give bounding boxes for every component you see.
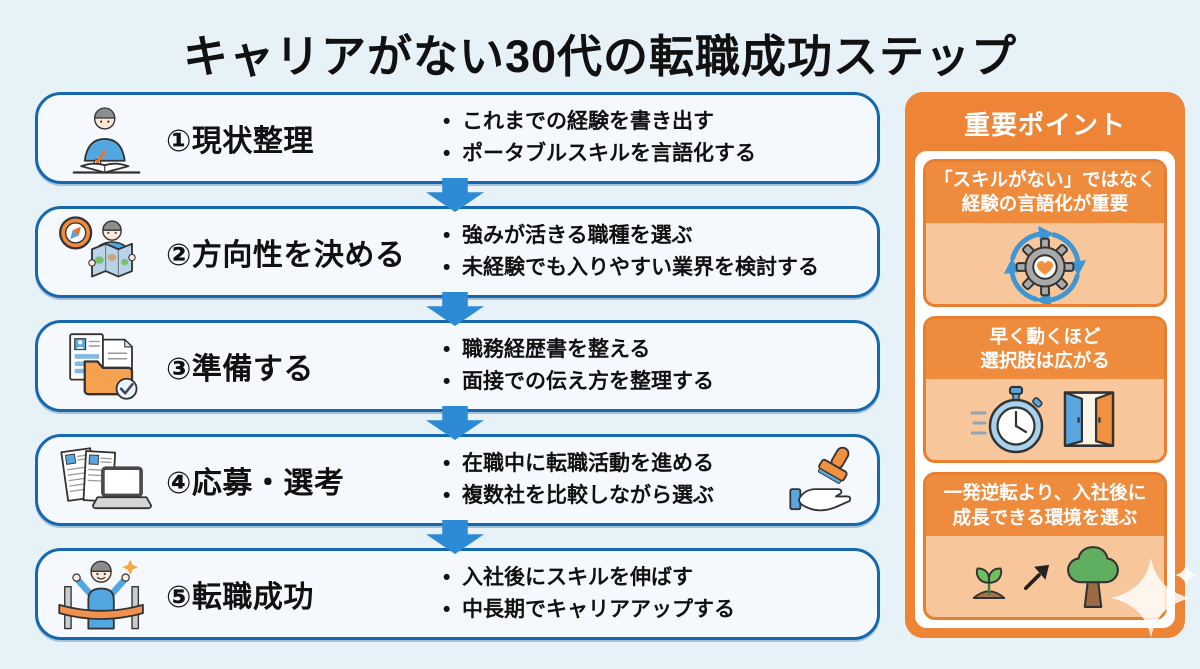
step-label: ②方向性を決める bbox=[166, 239, 406, 272]
growth-arrow-icon bbox=[1023, 564, 1050, 590]
step-bullet: 複数社を比較しながら選ぶ bbox=[438, 481, 771, 512]
page-title: キャリアがない30代の転職成功ステップ bbox=[182, 31, 1018, 82]
step-bullet: 強みが活きる職種を選ぶ bbox=[438, 221, 871, 252]
resume-laptop-icon bbox=[38, 442, 166, 518]
tree-icon bbox=[1067, 545, 1119, 608]
point-card-2: 早く動くほど 選択肢は広がる bbox=[923, 315, 1167, 464]
steps-column: ①現状整理 これまでの経験を書き出す ポータブルスキルを言語化する bbox=[35, 92, 880, 640]
compass-map-icon bbox=[38, 214, 166, 290]
flow-gap bbox=[35, 406, 880, 440]
step-label: ④応募・選考 bbox=[166, 467, 345, 500]
step-row-5: ⑤転職成功 入社後にスキルを伸ばす 中長期でキャリアアップする bbox=[35, 548, 880, 640]
step-bullets: これまでの経験を書き出す ポータブルスキルを言語化する bbox=[438, 105, 877, 172]
step-bullet: 中長期でキャリアアップする bbox=[438, 595, 871, 626]
main-layout: ①現状整理 これまでの経験を書き出す ポータブルスキルを言語化する bbox=[0, 86, 1200, 640]
step-bullet: 在職中に転職活動を進める bbox=[438, 449, 771, 480]
sparkle-icon bbox=[1175, 564, 1197, 586]
sprout-icon bbox=[972, 567, 1006, 599]
step-bullet: これまでの経験を書き出す bbox=[438, 107, 871, 138]
sparkle-icon bbox=[1111, 558, 1191, 638]
flow-gap bbox=[35, 292, 880, 326]
step-bullets: 在職中に転職活動を進める 複数社を比較しながら選ぶ bbox=[438, 447, 777, 514]
step-bullet: 面接での伝え方を整理する bbox=[438, 367, 871, 398]
flow-gap bbox=[35, 520, 880, 554]
step-row-3: ③準備する 職務経歴書を整える 面接での伝え方を整理する bbox=[35, 320, 880, 412]
point-card-illustration bbox=[926, 379, 1164, 460]
point-card-1: 「スキルがない」ではなく 経験の言語化が重要 bbox=[923, 159, 1167, 307]
documents-folder-icon bbox=[38, 328, 166, 404]
key-points-list: 「スキルがない」ではなく 経験の言語化が重要 bbox=[915, 151, 1175, 628]
step-bullet: ポータブルスキルを言語化する bbox=[438, 139, 871, 170]
step-row-2: ②方向性を決める 強みが活きる職種を選ぶ 未経験でも入りやすい業界を検討する bbox=[35, 206, 880, 298]
step-row-4: ④応募・選考 在職中に転職活動を進める 複数社を比較しながら選ぶ bbox=[35, 434, 880, 526]
stopwatch-icon bbox=[970, 385, 1043, 454]
gear-heart-cycle-icon bbox=[1003, 225, 1087, 304]
finish-line-icon bbox=[38, 555, 166, 633]
step-row-1: ①現状整理 これまでの経験を書き出す ポータブルスキルを言語化する bbox=[35, 92, 880, 184]
person-writing-icon bbox=[38, 100, 166, 176]
step-label: ①現状整理 bbox=[166, 125, 314, 158]
step-label: ③準備する bbox=[166, 353, 314, 386]
key-points-title: 重要ポイント bbox=[963, 110, 1126, 140]
step-label: ⑤転職成功 bbox=[166, 581, 314, 614]
point-card-illustration bbox=[926, 223, 1164, 304]
point-card-text: 一発逆転より、入社後に 成長できる環境を選ぶ bbox=[926, 475, 1164, 537]
step-bullet: 入社後にスキルを伸ばす bbox=[438, 563, 871, 594]
point-card-illustration bbox=[926, 536, 1164, 617]
point-card-text: 「スキルがない」ではなく 経験の言語化が重要 bbox=[926, 162, 1164, 223]
open-door-icon bbox=[1063, 391, 1114, 447]
key-points-panel: 重要ポイント 「スキルがない」ではなく 経験の言語化が重要 bbox=[905, 92, 1197, 638]
step-bullets: 入社後にスキルを伸ばす 中長期でキャリアアップする bbox=[438, 561, 877, 628]
step-bullets: 強みが活きる職種を選ぶ 未経験でも入りやすい業界を検討する bbox=[438, 219, 877, 286]
flow-gap bbox=[35, 178, 880, 212]
step-bullet: 職務経歴書を整える bbox=[438, 335, 871, 366]
point-card-text: 早く動くほど 選択肢は広がる bbox=[926, 318, 1164, 380]
step-bullets: 職務経歴書を整える 面接での伝え方を整理する bbox=[438, 333, 877, 400]
step-bullet: 未経験でも入りやすい業界を検討する bbox=[438, 253, 871, 284]
approval-stamp-hand-icon bbox=[777, 443, 877, 517]
